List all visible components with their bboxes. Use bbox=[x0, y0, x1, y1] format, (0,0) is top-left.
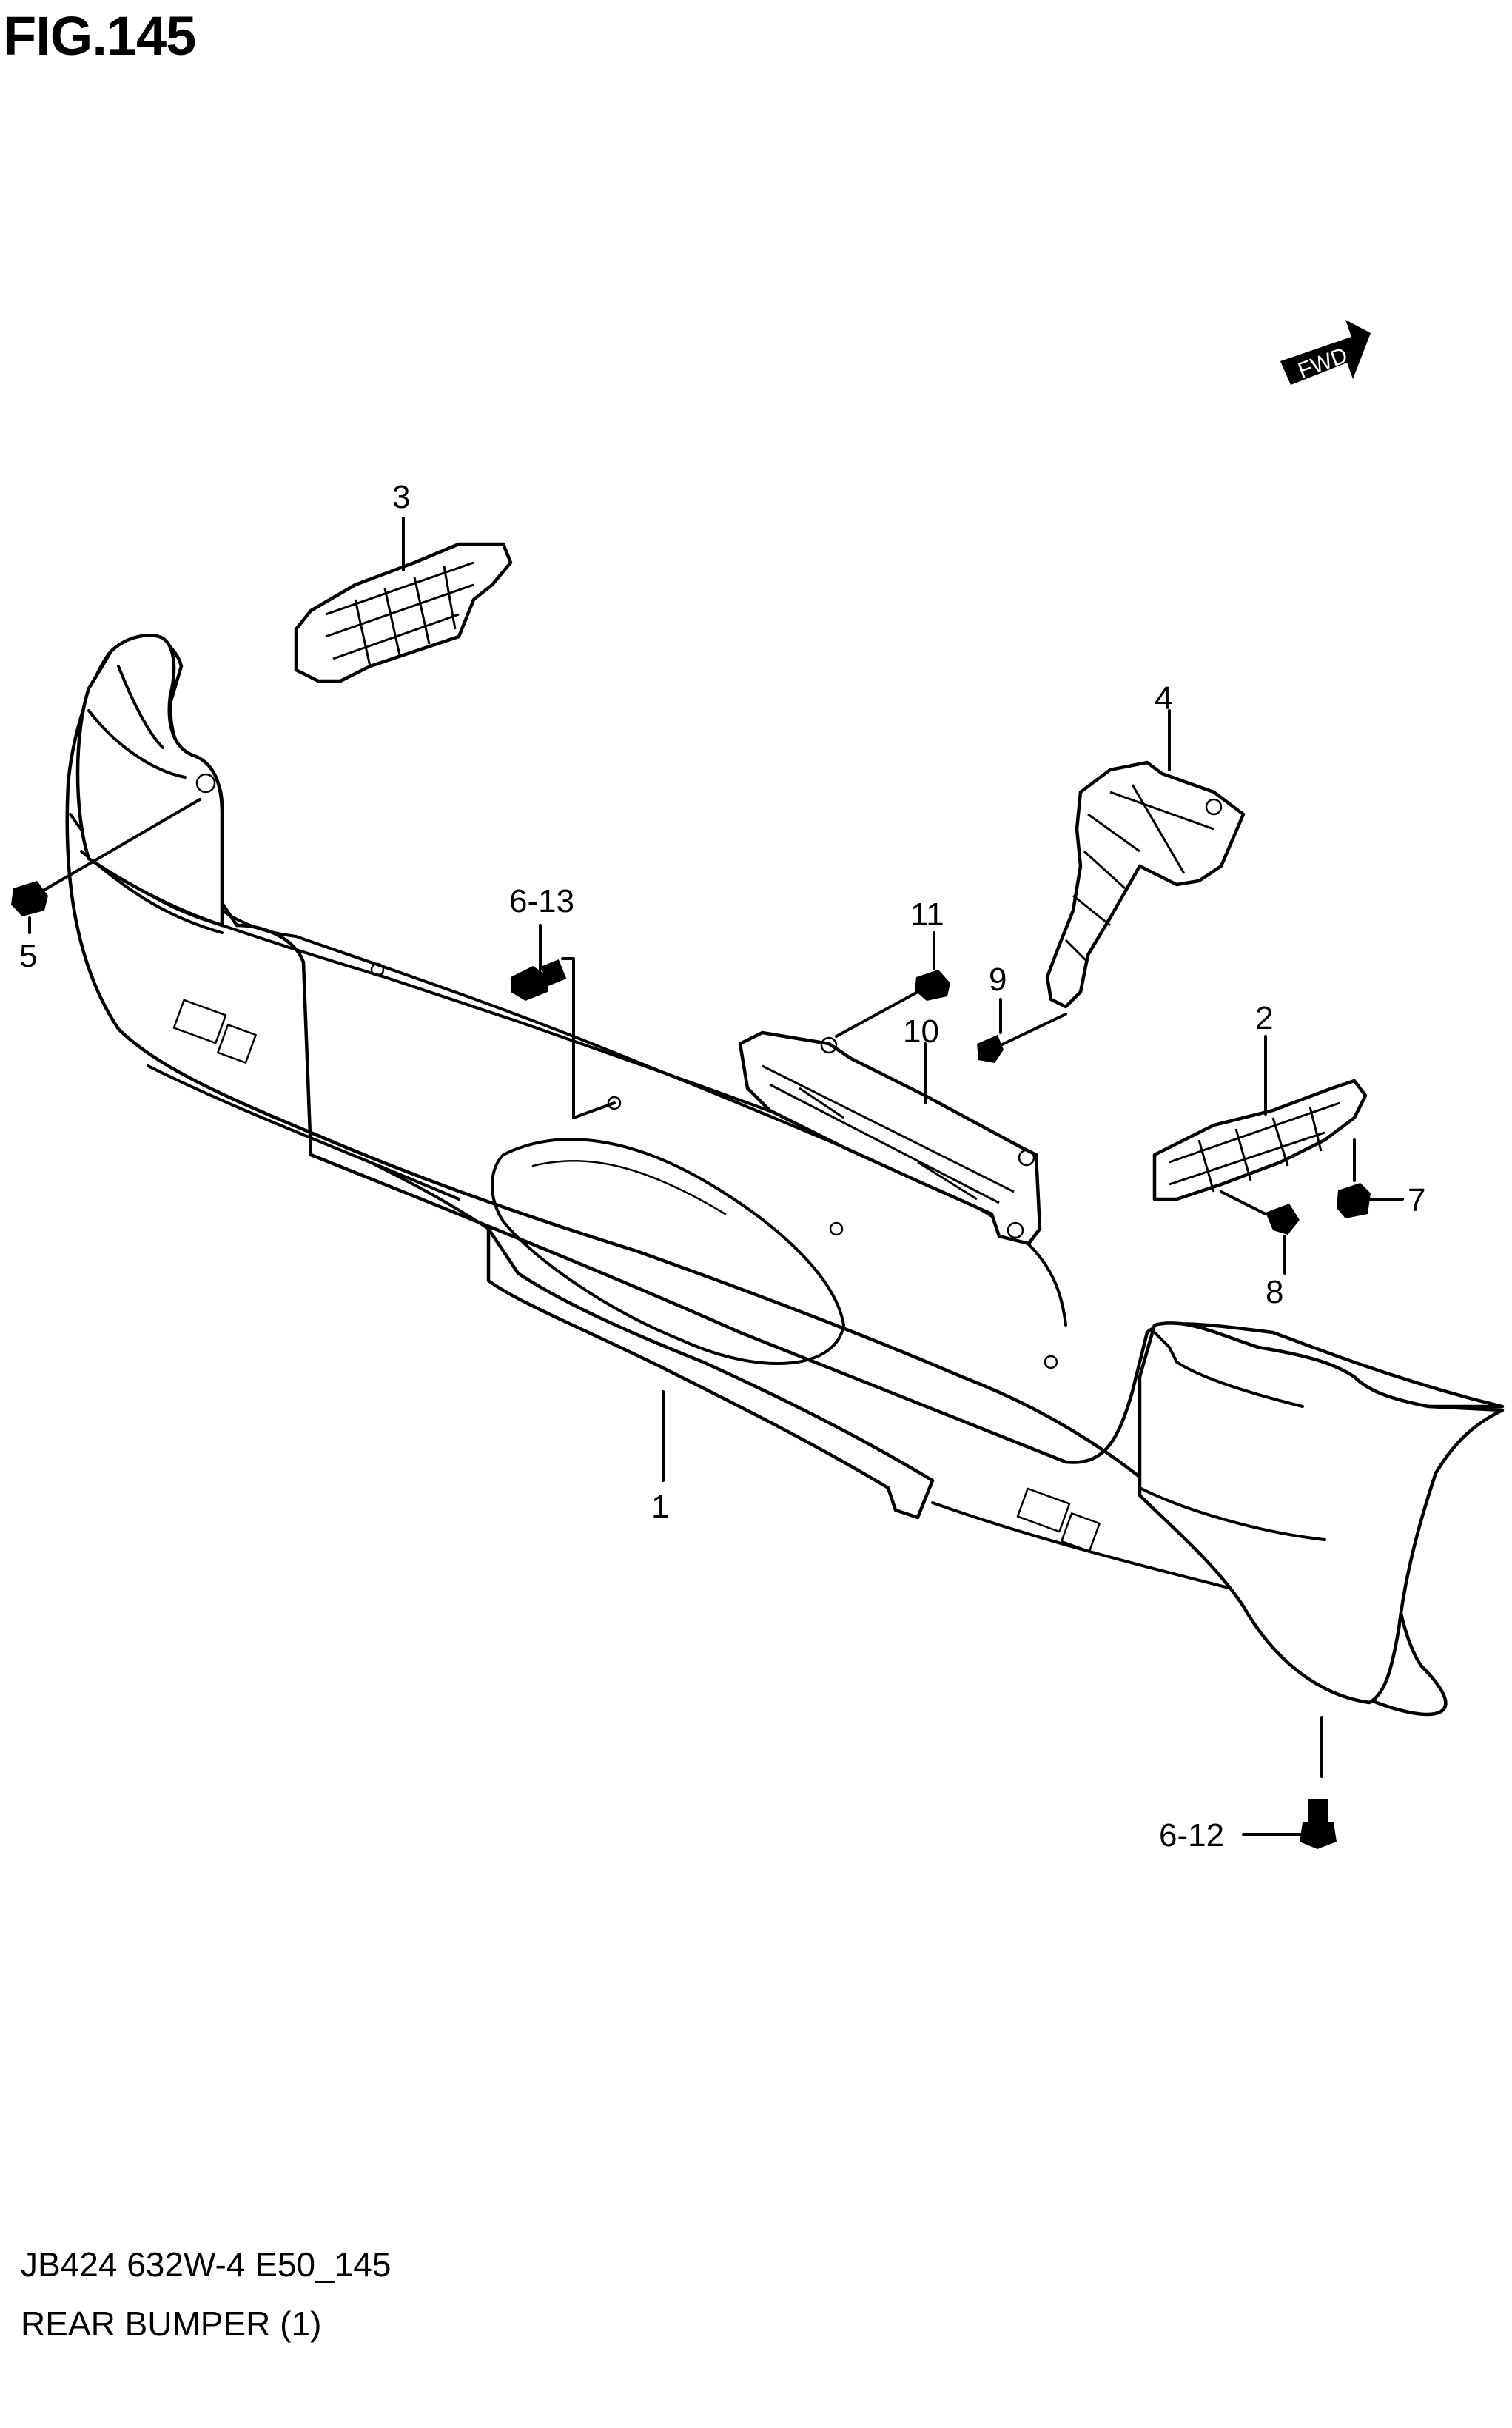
screw-8-icon bbox=[1220, 1190, 1300, 1275]
fwd-arrow-icon: FWD bbox=[1280, 320, 1371, 385]
clip-5-icon bbox=[11, 798, 201, 934]
callout-7: 7 bbox=[1408, 1182, 1425, 1218]
callout-3: 3 bbox=[392, 479, 410, 515]
bracket-center-plate bbox=[738, 1030, 1042, 1246]
footer-diagram-code: JB424 632W-4 E50_145 bbox=[21, 2245, 392, 2284]
callout-11: 11 bbox=[910, 896, 944, 933]
callout-6-13: 6-13 bbox=[509, 883, 574, 919]
clip-11-icon bbox=[835, 931, 950, 1038]
rear-bumper-body bbox=[65, 633, 1505, 1717]
callout-9: 9 bbox=[989, 962, 1007, 998]
callout-6-12: 6-12 bbox=[1159, 1817, 1224, 1854]
callout-2: 2 bbox=[1255, 1000, 1273, 1036]
figure-title: FIG.145 bbox=[3, 5, 196, 67]
callout-1: 1 bbox=[651, 1489, 669, 1525]
bolt-6-12-icon bbox=[1242, 1716, 1337, 1849]
bracket-right-vertical bbox=[1045, 709, 1246, 1009]
bolt-6-13-icon bbox=[511, 924, 616, 1119]
bracket-right-lower bbox=[1152, 1035, 1368, 1201]
callout-8: 8 bbox=[1266, 1274, 1283, 1310]
callout-4: 4 bbox=[1155, 680, 1172, 717]
bolt-7-icon bbox=[1337, 1138, 1404, 1218]
bracket-left-upper bbox=[294, 517, 513, 683]
callout-5: 5 bbox=[19, 938, 37, 974]
callout-10: 10 bbox=[903, 1013, 939, 1050]
footer-diagram-name: REAR BUMPER (1) bbox=[21, 2304, 322, 2343]
screw-9-icon bbox=[977, 998, 1067, 1063]
